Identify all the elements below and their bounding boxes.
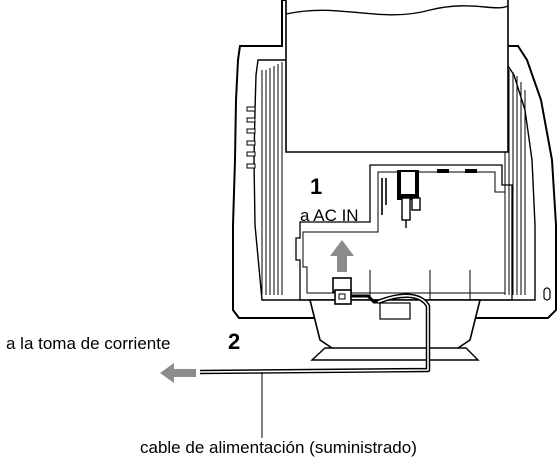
up-arrow [330,240,354,272]
stand-neck [285,0,509,153]
pins [381,178,387,215]
security-slot [543,287,551,301]
connector-panel-inner [302,171,506,294]
connector-panel [295,164,513,301]
left-vent-lines [261,62,283,295]
cable-clip [379,302,411,320]
stand-neck-top-curve [285,5,509,16]
step-1-number: 1 [310,174,323,199]
port-slots [437,169,477,173]
left-arrow [160,363,196,383]
stand-foot [310,347,480,361]
power-cable-core [199,294,429,373]
step-1-text: a AC IN [300,206,359,225]
video-connector [397,170,421,228]
step-2-text: a la toma de corriente [6,334,171,353]
power-plug [332,277,380,305]
cable-label: cable de alimentación (suministrado) [140,438,417,457]
step-2-number: 2 [228,329,241,354]
side-buttons [246,106,256,169]
lower-inner-frame [369,270,471,300]
